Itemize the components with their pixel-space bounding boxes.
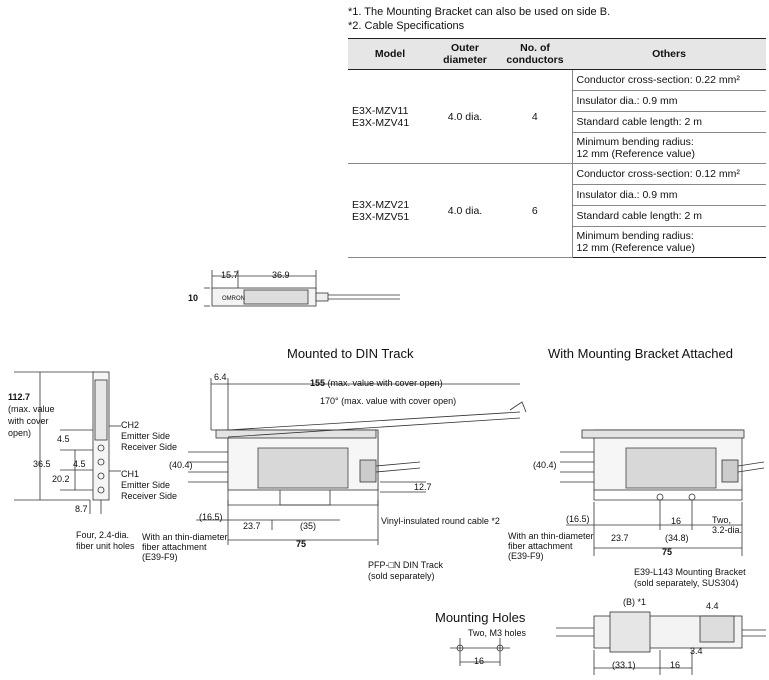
heading-mounting-holes: Mounting Holes <box>435 610 526 625</box>
dim-112-7: 112.7 <box>8 392 31 402</box>
dim-34-8: (34.8) <box>665 533 689 543</box>
fiber-holes-label: fiber unit holes <box>76 541 135 551</box>
diameter-cell: 4.0 dia. <box>432 163 498 258</box>
others-cell: Insulator dia.: 0.9 mm <box>571 184 766 206</box>
footnote-cable: *2. Cable Specifications <box>348 20 465 32</box>
dim-4-5: 4.5 <box>57 434 70 444</box>
conductors-cell: 4 <box>498 69 572 164</box>
top-view-drawing <box>204 270 400 307</box>
header-model: Model <box>348 38 432 70</box>
dim-8-7: 8.7 <box>75 504 88 514</box>
ch1-emitter: Emitter Side <box>121 480 171 490</box>
others-cell: Conductor cross-section: 0.22 mm² <box>571 69 766 91</box>
dim-12-7: 12.7 <box>414 482 432 492</box>
holes-label: 3.2-dia. <box>712 525 743 535</box>
ch1-receiver: Receiver Side <box>121 491 178 501</box>
footnote-bracket: *1. The Mounting Bracket can also be use… <box>348 6 611 18</box>
fiber-label: fiber attachment <box>142 542 207 552</box>
dim-15-7: 15.7 <box>221 270 239 280</box>
dim-4-4: 4.4 <box>706 601 719 611</box>
others-cell: Standard cable length: 2 m <box>571 111 766 133</box>
dim-33-1: (33.1) <box>612 660 636 670</box>
mounting-holes-drawing <box>450 638 510 666</box>
bottom-view-drawing <box>556 611 766 675</box>
bracket-label: (sold separately, SUS304) <box>634 578 739 588</box>
conductors-cell: 6 <box>498 163 572 258</box>
dim-23-7: 23.7 <box>243 521 261 531</box>
dim-36-5: 36.5 <box>33 459 51 469</box>
dim-20-2: 20.2 <box>52 474 70 484</box>
ch2-label: CH2 <box>121 420 140 430</box>
dim-75: 75 <box>662 547 673 557</box>
dim-note: with cover <box>8 416 49 426</box>
ch2-receiver: Receiver Side <box>121 442 178 452</box>
fiber-label: (E39-F9) <box>508 551 544 561</box>
side-view-drawing <box>14 371 121 514</box>
brand-logo: OMRON <box>222 296 245 302</box>
dim-23-7: 23.7 <box>611 533 629 543</box>
fiber-label: With an thin-diameter <box>142 532 228 542</box>
dim-35: (35) <box>300 521 317 531</box>
bracket-view-drawing <box>560 429 765 556</box>
angle-label: 170° (max. value with cover open) <box>320 396 457 406</box>
heading-bracket: With Mounting Bracket Attached <box>548 346 733 361</box>
others-cell: Standard cable length: 2 m <box>571 205 766 227</box>
din-track-label: PFP-□N DIN Track <box>368 560 443 570</box>
dim-10: 10 <box>188 293 199 303</box>
dim-36-9: 36.9 <box>272 270 290 280</box>
dim-note: (max. value <box>8 404 55 414</box>
dim-6-4: 6.4 <box>214 372 227 382</box>
dim-3-4: 3.4 <box>690 646 703 656</box>
bracket-label: E39-L143 Mounting Bracket <box>634 567 746 577</box>
dim-16-5: (16.5) <box>199 512 223 522</box>
others-cell: Minimum bending radius:12 mm (Reference … <box>571 226 766 258</box>
header-others: Others <box>572 38 766 70</box>
cable-label: Vinyl-insulated round cable *2 <box>381 516 500 526</box>
holes-label: Two, <box>712 515 732 525</box>
dim-16: 16 <box>671 516 682 526</box>
others-cell: Insulator dia.: 0.9 mm <box>571 90 766 112</box>
fiber-holes-label: Four, 2.4-dia. <box>76 530 130 540</box>
dim-4-5: 4.5 <box>73 459 86 469</box>
dim-75: 75 <box>296 539 307 549</box>
ch1-label: CH1 <box>121 469 140 479</box>
dim-16: 16 <box>670 660 681 670</box>
heading-din-track: Mounted to DIN Track <box>287 346 414 361</box>
others-cell: Conductor cross-section: 0.12 mm² <box>571 163 766 185</box>
dim-16: 16 <box>474 656 485 666</box>
others-cell: Minimum bending radius:12 mm (Reference … <box>571 132 766 164</box>
dim-note: open) <box>8 428 32 438</box>
m3-holes-label: Two, M3 holes <box>468 628 527 638</box>
dim-155: 155 (max. value with cover open) <box>310 378 443 388</box>
diameter-cell: 4.0 dia. <box>432 69 498 164</box>
din-track-label: (sold separately) <box>368 571 435 581</box>
dim-40-4: (40.4) <box>169 460 193 470</box>
dim-40-4: (40.4) <box>533 460 557 470</box>
fiber-label: With an thin-diameter <box>508 531 594 541</box>
dim-16-5: (16.5) <box>566 514 590 524</box>
din-view-drawing <box>188 378 527 545</box>
fiber-label: fiber attachment <box>508 541 573 551</box>
side-b-label: (B) *1 <box>623 597 647 607</box>
fiber-label: (E39-F9) <box>142 552 178 562</box>
ch2-emitter: Emitter Side <box>121 431 171 441</box>
